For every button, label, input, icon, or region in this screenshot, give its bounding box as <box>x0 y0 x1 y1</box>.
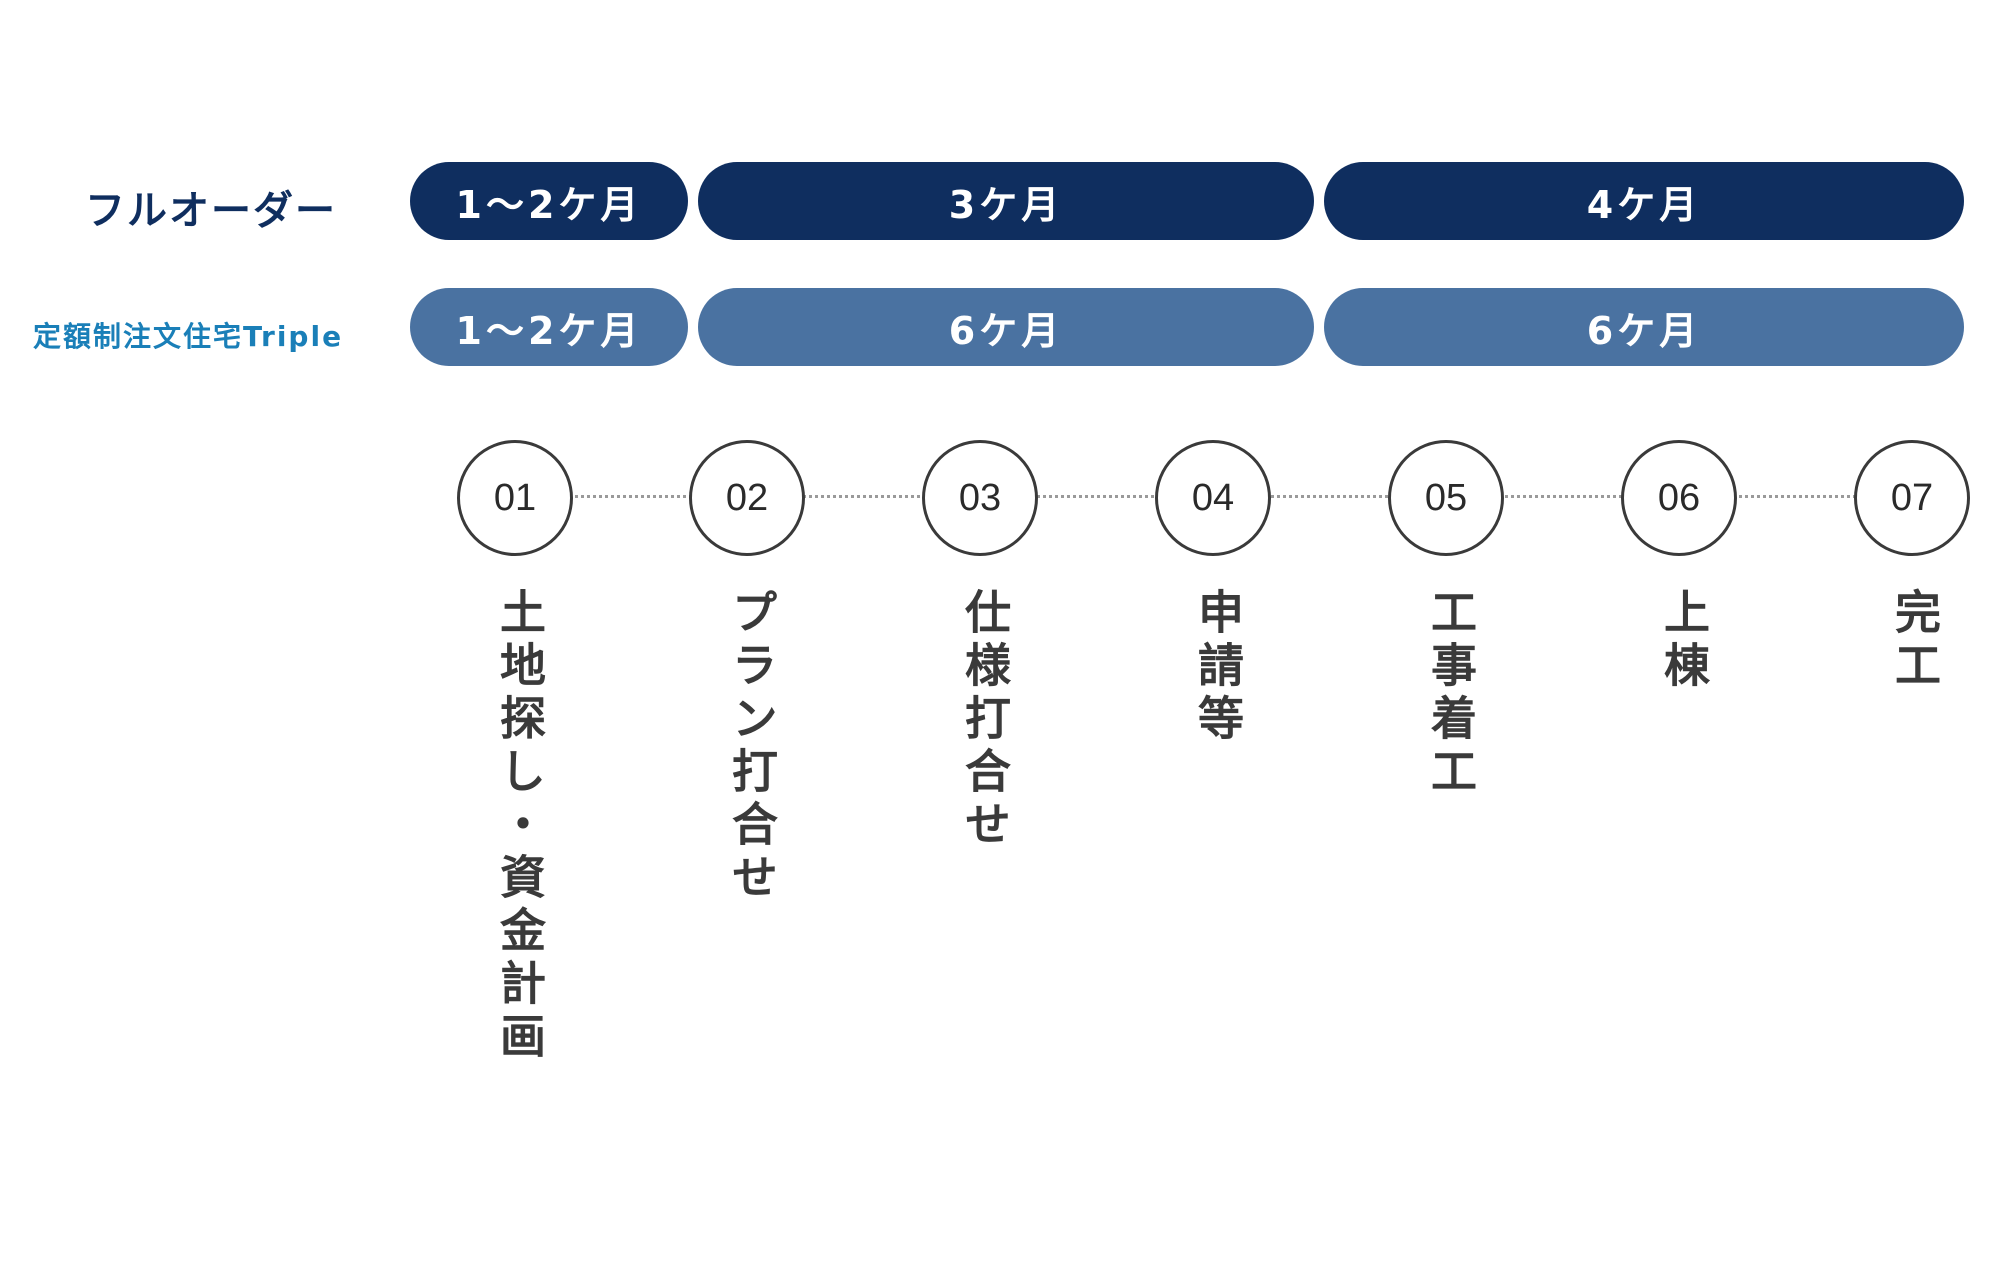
step-label-plan-meeting: プラン打合せ <box>725 588 779 906</box>
step-number-circle: 06 <box>1621 440 1737 556</box>
step-label-spec-meeting: 仕様打合せ <box>958 588 1012 853</box>
step-03: 03 <box>922 440 1038 556</box>
step-04: 04 <box>1155 440 1271 556</box>
step-number-circle: 03 <box>922 440 1038 556</box>
step-label-framework-raising: 上棟 <box>1657 588 1711 694</box>
step-label-completion: 完工 <box>1888 588 1942 694</box>
step-02: 02 <box>689 440 805 556</box>
row-label-triple: 定額制注文住宅Triple <box>33 320 344 353</box>
row-label-full-order: フルオーダー <box>85 188 337 234</box>
step-label-application: 申請等 <box>1191 588 1245 747</box>
step-07: 07 <box>1854 440 1970 556</box>
full-order-duration-land: 1〜2ケ月 <box>410 162 688 240</box>
step-number-circle: 07 <box>1854 440 1970 556</box>
step-number-circle: 02 <box>689 440 805 556</box>
step-label-land-search: 土地探し・資金計画 <box>493 588 547 1065</box>
step-06: 06 <box>1621 440 1737 556</box>
step-number-circle: 01 <box>457 440 573 556</box>
triple-duration-land: 1〜2ケ月 <box>410 288 688 366</box>
step-label-construction-start: 工事着工 <box>1424 588 1478 800</box>
step-number-circle: 05 <box>1388 440 1504 556</box>
step-01: 01 <box>457 440 573 556</box>
full-order-duration-plan: 3ケ月 <box>698 162 1314 240</box>
step-05: 05 <box>1388 440 1504 556</box>
full-order-duration-construction: 4ケ月 <box>1324 162 1964 240</box>
step-number-circle: 04 <box>1155 440 1271 556</box>
triple-duration-plan: 6ケ月 <box>698 288 1314 366</box>
triple-duration-construction: 6ケ月 <box>1324 288 1964 366</box>
